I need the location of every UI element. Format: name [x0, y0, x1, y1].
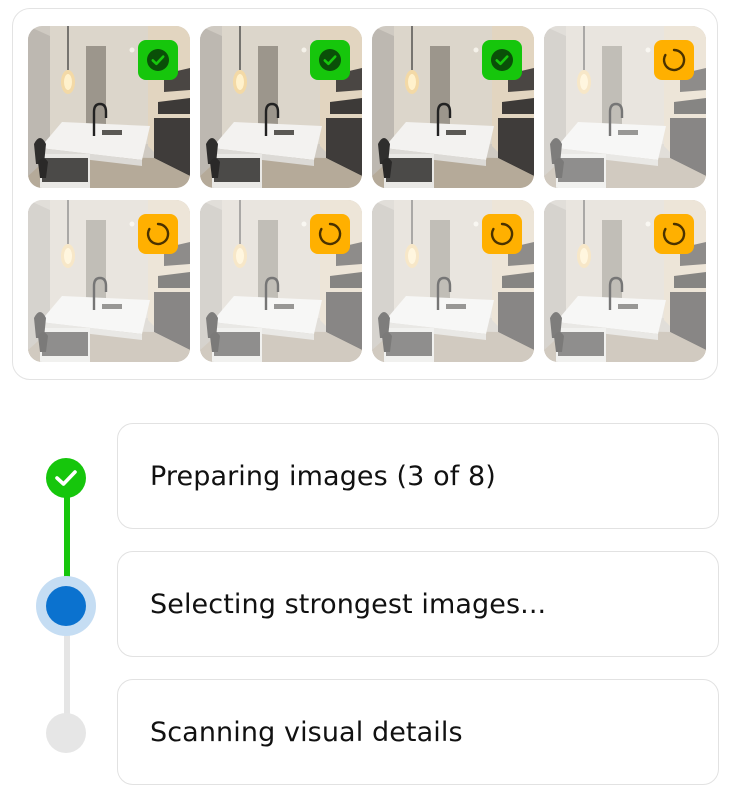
step-label: Scanning visual details — [150, 716, 463, 748]
progress-track-fill — [64, 478, 70, 604]
check-circle-icon — [491, 49, 513, 71]
image-thumbnail-6[interactable] — [200, 200, 362, 362]
step-card-selecting: Selecting strongest images... — [117, 551, 719, 657]
spinner-icon — [146, 222, 170, 246]
image-thumbnail-5[interactable] — [28, 200, 190, 362]
kitchen-photo — [200, 200, 362, 362]
step-card-scanning: Scanning visual details — [117, 679, 719, 785]
image-thumbnail-1[interactable] — [28, 26, 190, 188]
status-badge-pending — [482, 214, 522, 254]
status-badge-done — [138, 40, 178, 80]
step-label: Preparing images (3 of 8) — [150, 460, 496, 492]
status-badge-pending — [138, 214, 178, 254]
image-thumbnail-7[interactable] — [372, 200, 534, 362]
image-thumbnail-8[interactable] — [544, 200, 706, 362]
kitchen-photo — [544, 26, 706, 188]
check-circle-icon — [319, 49, 341, 71]
status-badge-pending — [654, 214, 694, 254]
spinner-icon — [662, 222, 686, 246]
step-complete-node — [46, 458, 86, 498]
step-active-node — [46, 586, 86, 626]
check-circle-icon — [147, 49, 169, 71]
image-thumbnail-2[interactable] — [200, 26, 362, 188]
status-badge-pending — [310, 214, 350, 254]
check-icon — [55, 470, 77, 486]
image-thumbnail-4[interactable] — [544, 26, 706, 188]
status-badge-done — [482, 40, 522, 80]
step-label: Selecting strongest images... — [150, 588, 547, 620]
spinner-icon — [662, 48, 686, 72]
step-card-preparing: Preparing images (3 of 8) — [117, 423, 719, 529]
image-thumbnail-3[interactable] — [372, 26, 534, 188]
status-badge-done — [310, 40, 350, 80]
thumbnail-grid — [28, 26, 706, 362]
spinner-icon — [318, 222, 342, 246]
spinner-icon — [490, 222, 514, 246]
step-pending-node — [46, 713, 86, 753]
status-badge-pending — [654, 40, 694, 80]
image-grid-panel — [12, 8, 718, 380]
